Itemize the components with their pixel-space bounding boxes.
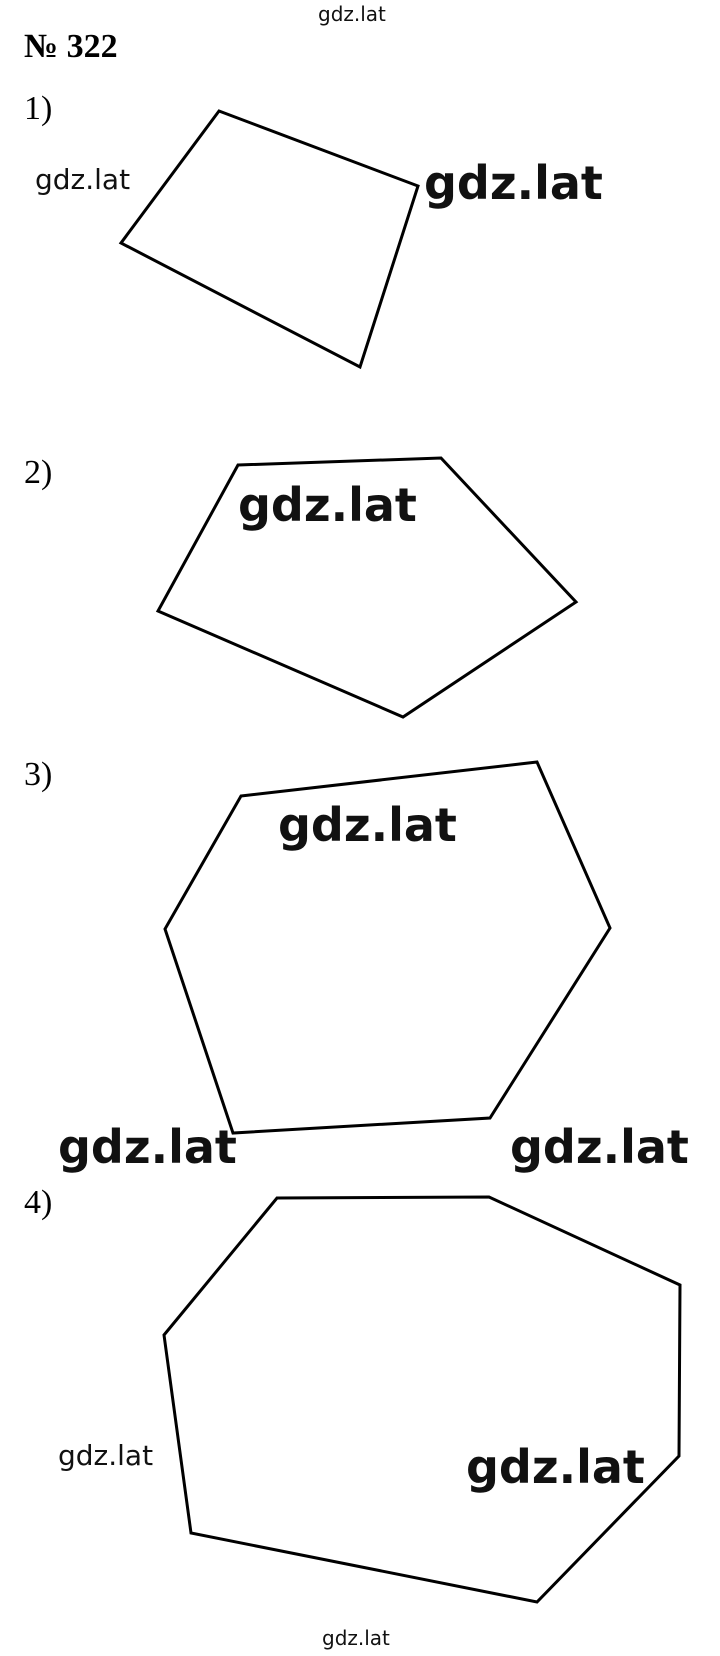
watermark-figure4-left: gdz.lat	[58, 1439, 154, 1472]
watermark-figure3: gdz.lat	[278, 798, 457, 852]
heptagon-figure	[162, 1195, 682, 1604]
item-label-2: 2)	[24, 454, 53, 491]
watermark-figure3-bottom-left: gdz.lat	[58, 1120, 237, 1174]
watermark-figure2: gdz.lat	[238, 478, 417, 532]
pentagon-figure	[155, 456, 579, 719]
hexagon-figure	[163, 760, 612, 1135]
problem-number: № 322	[24, 28, 118, 65]
watermark-top: gdz.lat	[318, 2, 386, 26]
watermark-figure4-right: gdz.lat	[466, 1440, 645, 1494]
watermark-figure1-right: gdz.lat	[424, 156, 603, 210]
watermark-figure1-left: gdz.lat	[35, 163, 131, 196]
watermark-figure3-bottom-right: gdz.lat	[510, 1120, 689, 1174]
watermark-bottom: gdz.lat	[322, 1626, 390, 1650]
item-label-1: 1)	[24, 90, 53, 127]
item-label-3: 3)	[24, 756, 53, 793]
item-label-4: 4)	[24, 1184, 53, 1221]
quadrilateral-figure	[118, 109, 420, 370]
